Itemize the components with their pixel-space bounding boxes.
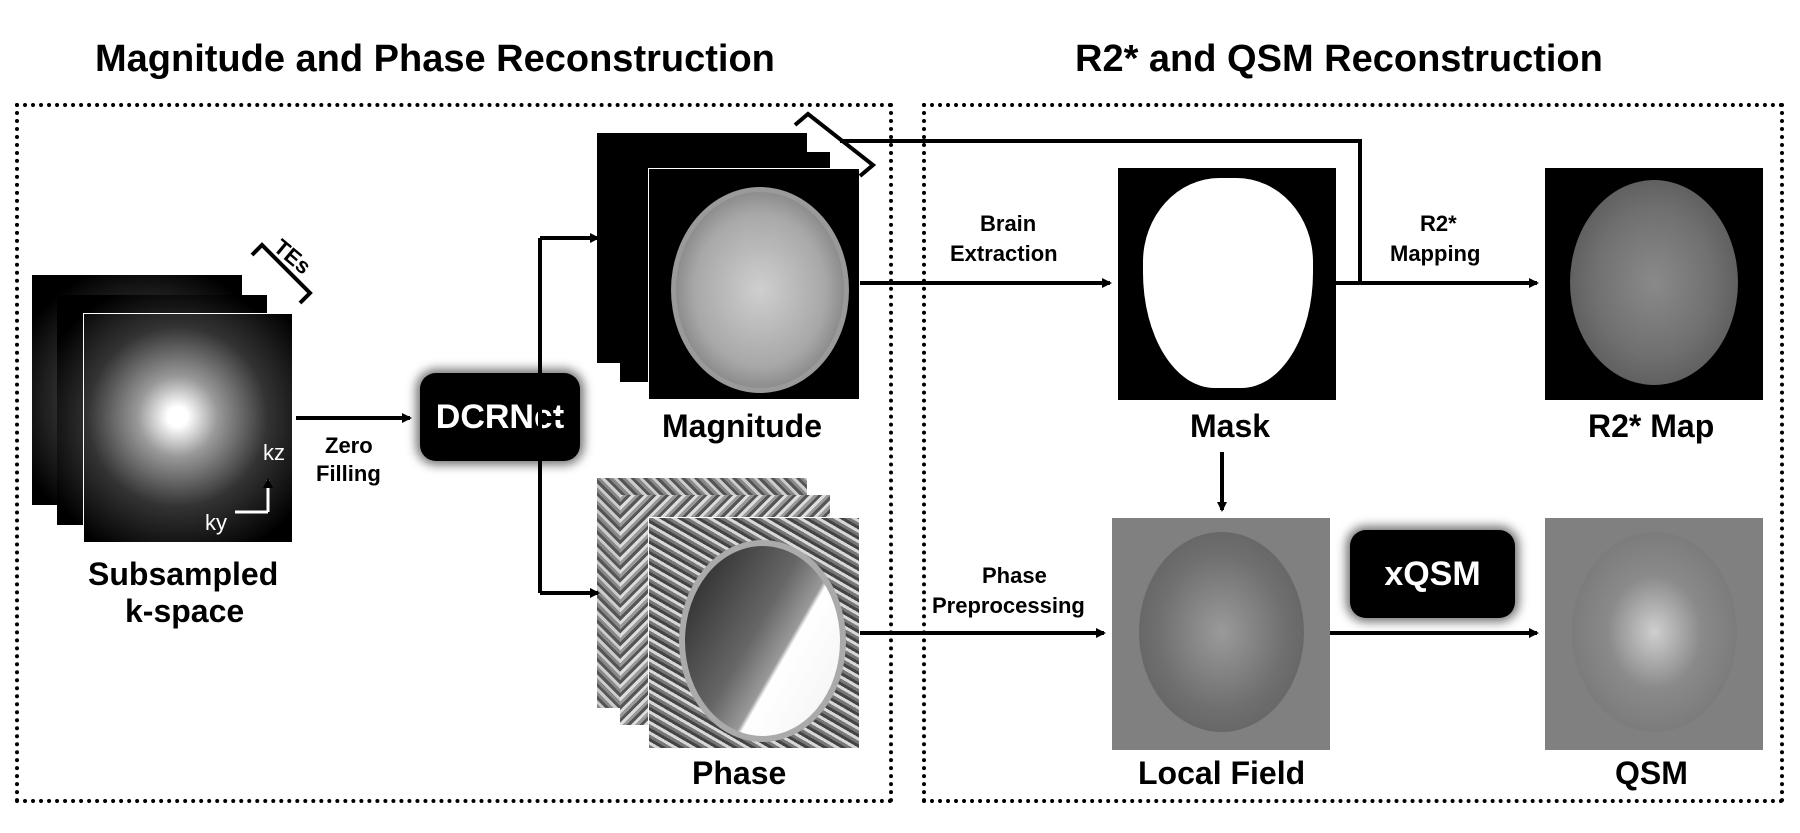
qsm-caption: QSM bbox=[1615, 755, 1688, 791]
r2-map-brain bbox=[1570, 180, 1738, 385]
qsm-image bbox=[1545, 518, 1763, 750]
mask-image bbox=[1118, 168, 1336, 400]
magnitude-phase-panel bbox=[15, 103, 893, 803]
magnitude-tes-bracket bbox=[793, 111, 877, 178]
xqsm-block: xQSM bbox=[1350, 530, 1515, 618]
local-field-image bbox=[1112, 518, 1330, 750]
mask-caption: Mask bbox=[1190, 408, 1271, 444]
r2-map-image bbox=[1545, 168, 1763, 400]
kspace-tes-bracket bbox=[250, 242, 313, 305]
kspace-caption-line1: Subsampled bbox=[88, 556, 279, 592]
zero-filling-label-line2: Filling bbox=[316, 461, 381, 486]
brain-extraction-label-line2: Extraction bbox=[950, 241, 1058, 266]
left-panel-title: Magnitude and Phase Reconstruction bbox=[95, 38, 775, 80]
local-field-caption: Local Field bbox=[1138, 755, 1306, 791]
kz-axis-label: kz bbox=[263, 440, 285, 465]
phase-preprocessing-label-line2: Preprocessing bbox=[932, 593, 1085, 618]
mask-brain-region bbox=[1143, 178, 1313, 388]
magnitude-brain-shape bbox=[671, 187, 849, 393]
kspace-caption-line2: k-space bbox=[125, 593, 245, 629]
phase-preprocessing-label-line1: Phase bbox=[982, 563, 1047, 588]
r2-map-caption: R2* Map bbox=[1588, 408, 1715, 444]
phase-brain-shape bbox=[679, 540, 846, 742]
magnitude-to-r2-line bbox=[840, 139, 1362, 283]
phase-image-front bbox=[648, 517, 860, 749]
brain-extraction-label-line1: Brain bbox=[980, 211, 1037, 236]
ky-axis-label: ky bbox=[205, 510, 227, 535]
magnitude-caption: Magnitude bbox=[662, 408, 822, 444]
phase-caption: Phase bbox=[692, 755, 787, 791]
r2-mapping-label-line2: Mapping bbox=[1390, 241, 1481, 266]
zero-filling-label-line1: Zero bbox=[325, 433, 373, 458]
local-field-brain bbox=[1139, 532, 1304, 732]
right-panel-title: R2* and QSM Reconstruction bbox=[1075, 38, 1603, 80]
r2-mapping-label-line1: R2* bbox=[1420, 211, 1457, 236]
magnitude-image-front bbox=[648, 168, 860, 400]
r2-qsm-panel bbox=[922, 103, 1784, 803]
qsm-brain bbox=[1572, 532, 1737, 732]
kspace-image-front bbox=[83, 313, 293, 543]
